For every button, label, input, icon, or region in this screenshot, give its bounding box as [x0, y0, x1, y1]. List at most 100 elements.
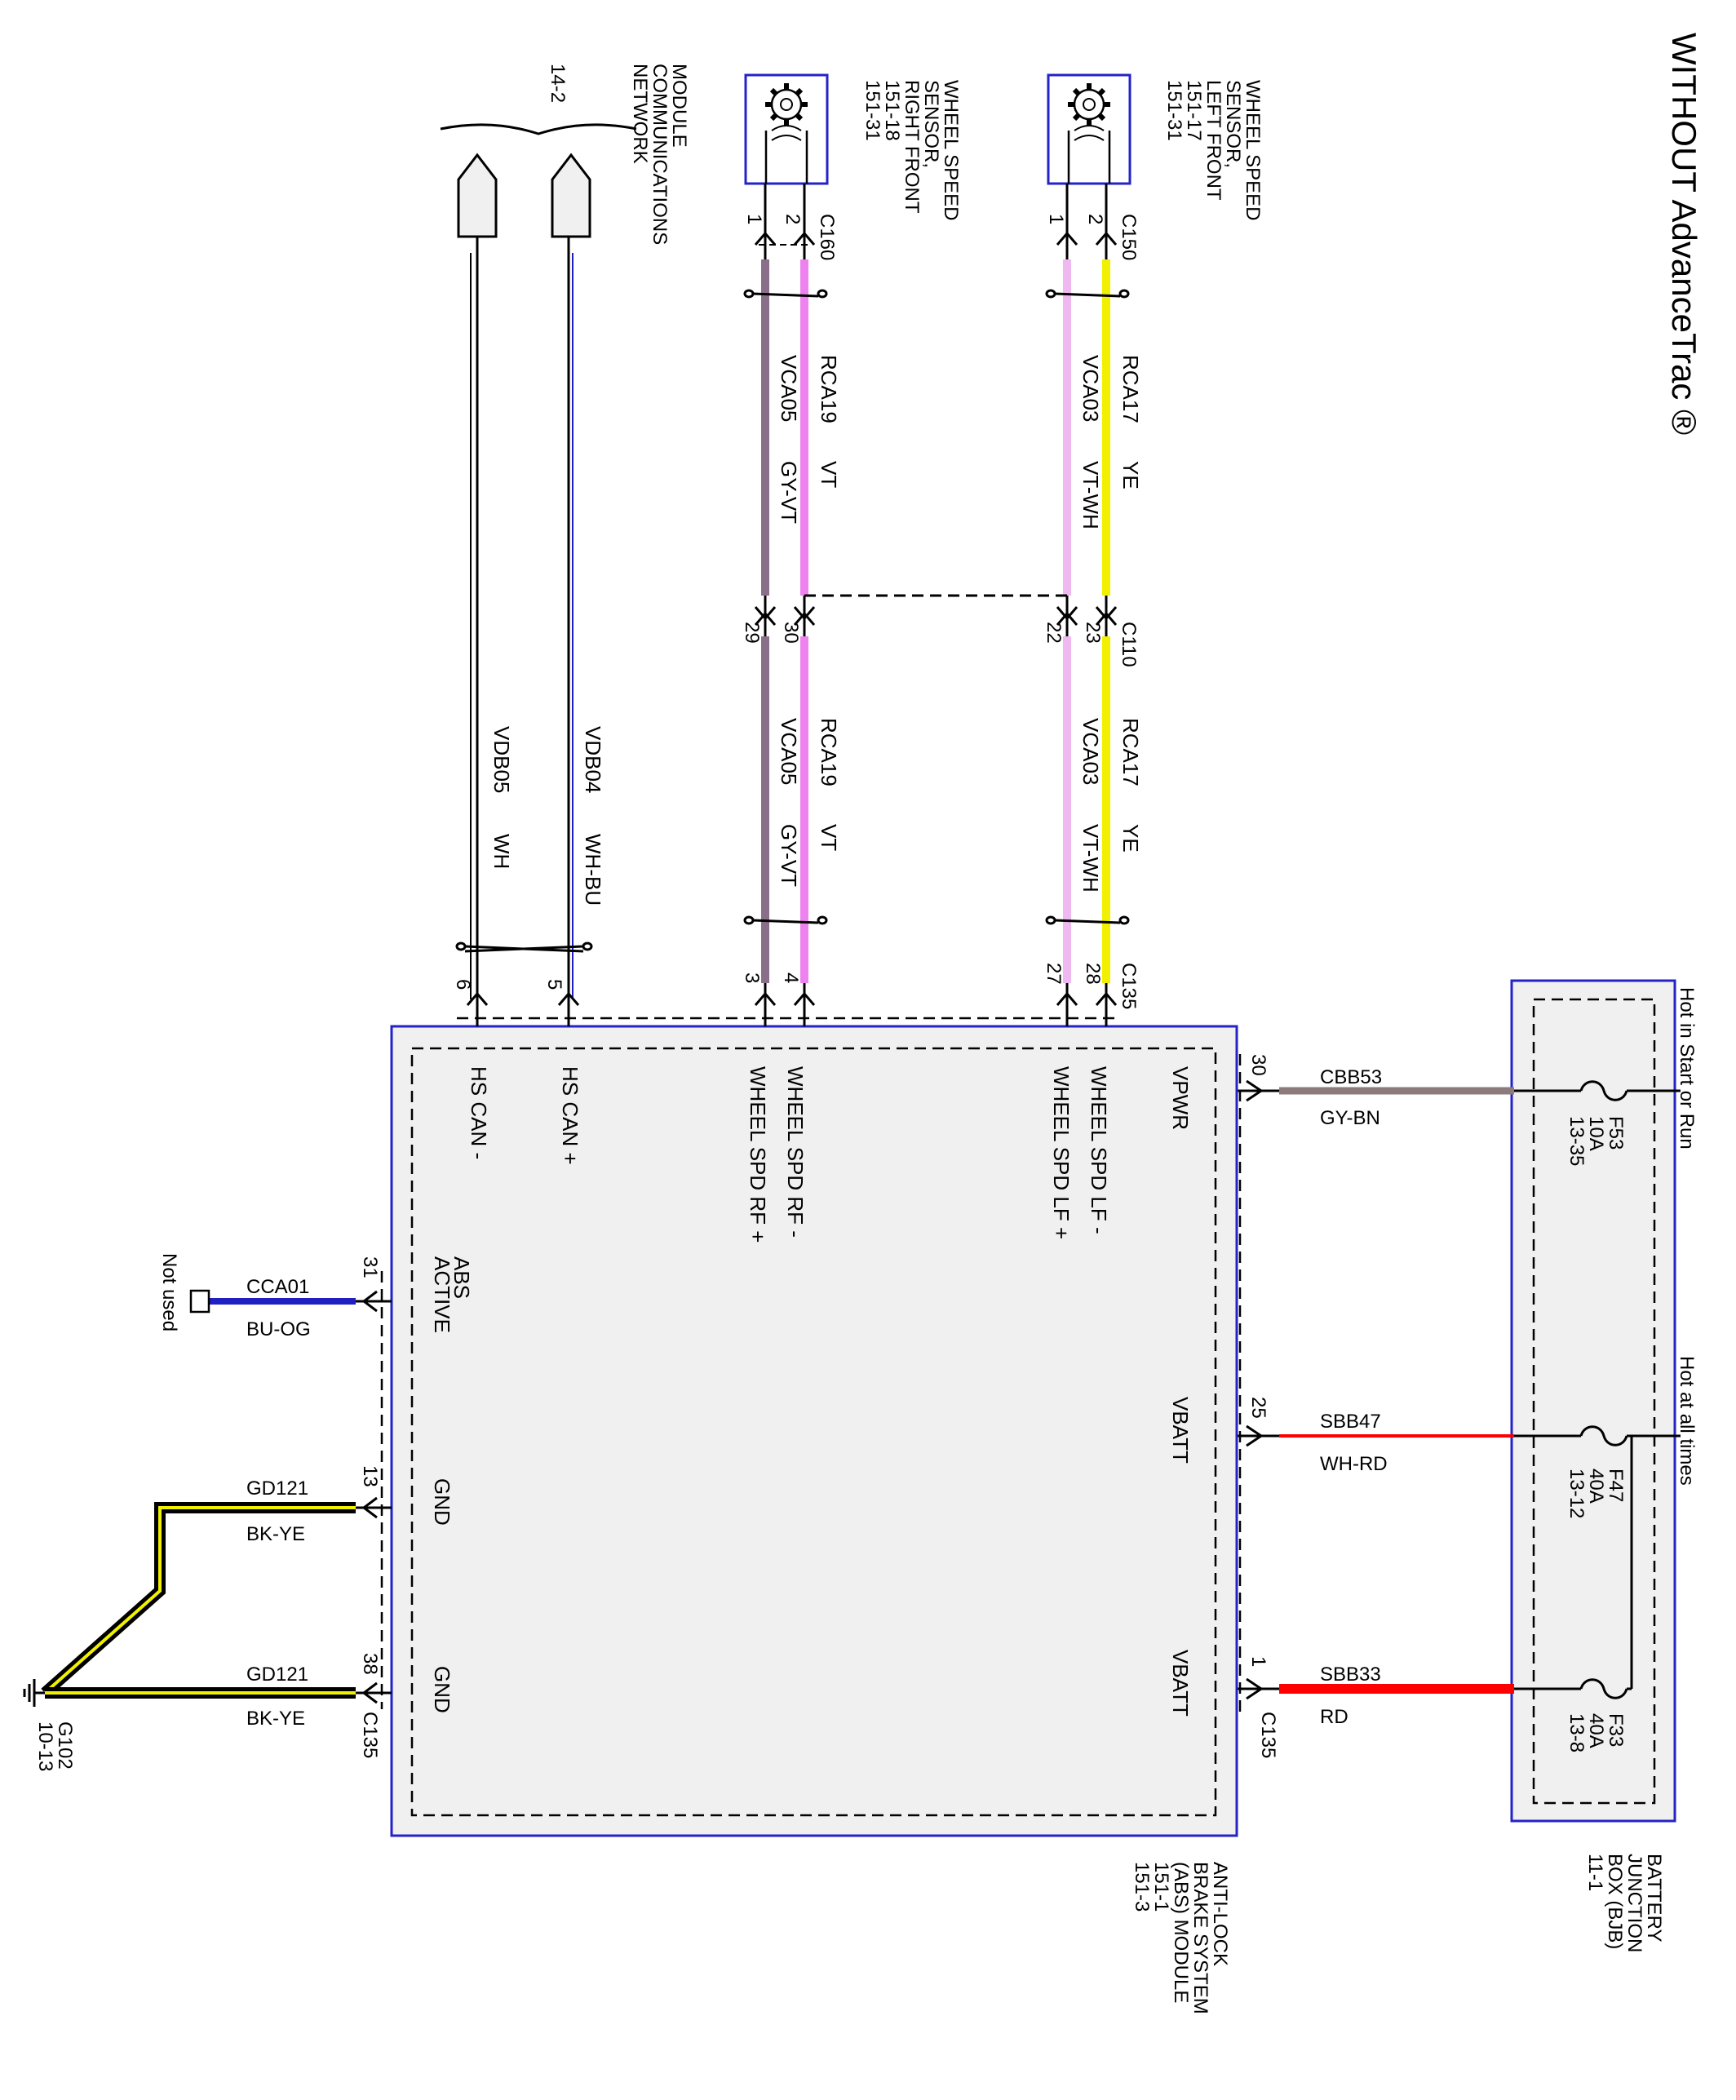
wire-gd121-pin13: 13 GD121 BK-YE	[41, 1465, 392, 1698]
power-wire-sbb33: 1 SBB33 RD C135	[1237, 1656, 1514, 1758]
hot-in-start-run: Hot in Start or Run	[1676, 987, 1698, 1150]
pin-25-label: 25	[1247, 1397, 1269, 1419]
c135-left-label: C135	[359, 1712, 381, 1758]
pin-31-label: 31	[359, 1256, 381, 1278]
rf-c110-pin-29: 29	[741, 622, 763, 644]
bjb-label-line3: BOX (BJB)	[1604, 1854, 1626, 1949]
abs-module: VPWR VBATT VBATT WHEEL SPD LF - WHEEL SP…	[390, 1025, 1238, 2014]
fuse-f47-name: F47	[1605, 1469, 1627, 1502]
wire-cbb53-color: GY-BN	[1320, 1107, 1380, 1129]
pin-30-label: 30	[1247, 1054, 1269, 1076]
not-used-label: Not used	[158, 1253, 180, 1331]
pin-38-label: 38	[359, 1653, 381, 1675]
lf-label-line2: SENSOR,	[1222, 80, 1244, 168]
diagram-title: WITHOUT AdvanceTrac ®	[1665, 33, 1703, 435]
lf-c150-pin-2: 2	[1084, 214, 1106, 224]
bjb-label: BATTERY JUNCTION BOX (BJB) 11-1	[1584, 1854, 1665, 1952]
fuse-f53-ref: 13-35	[1566, 1116, 1588, 1166]
fuse-f33-amp: 40A	[1585, 1713, 1607, 1748]
lf-label-line1: WHEEL SPEED	[1242, 80, 1264, 221]
rf-c135-pin-4: 4	[780, 972, 802, 983]
lf-sensor-label: WHEEL SPEED SENSOR, LEFT FRONT 151-17 15…	[1163, 80, 1264, 221]
lf-twisted-pair-mark	[1045, 289, 1130, 925]
module-communications-network: 14-2 MODULE COMMUNICATIONS NETWORK	[440, 64, 690, 245]
wire-sbb33-color: RD	[1320, 1706, 1348, 1728]
rf-c160-pin-1: 1	[743, 214, 765, 224]
ground-icon	[23, 1679, 45, 1707]
wire-sbb33-circuit: SBB33	[1320, 1664, 1381, 1686]
vca03-circuit-lower: VCA03	[1078, 718, 1103, 785]
vca05-color-upper: GY-VT	[777, 461, 801, 524]
rca19-circuit-upper: RCA19	[817, 355, 841, 423]
ground-ref: 10-13	[34, 1721, 56, 1771]
bjb-label-line1: BATTERY	[1643, 1854, 1665, 1942]
fuse-f53-amp: 10A	[1585, 1116, 1607, 1151]
wire-sbb47-color: WH-RD	[1320, 1453, 1388, 1475]
vca05-circuit-lower: VCA05	[777, 718, 801, 785]
pin-name-vbatt-25: VBATT	[1168, 1397, 1193, 1464]
network-label-line3: NETWORK	[629, 64, 651, 164]
rca19-circuit-lower: RCA19	[817, 718, 841, 786]
rca17-color-lower: YE	[1118, 824, 1143, 853]
rf-c110-pin-30: 30	[780, 622, 802, 644]
c135-top-label: C135	[1118, 963, 1140, 1009]
pin-name-wheel-spd-lf-minus: WHEEL SPD LF -	[1087, 1066, 1111, 1234]
pin-name-gnd-13: GND	[430, 1478, 454, 1526]
vdb05-color: WH	[489, 834, 514, 869]
network-twisted-pair-mark	[455, 941, 593, 953]
fuse-f47-amp: 40A	[1585, 1469, 1607, 1504]
lf-connector-terminals	[1056, 231, 1118, 1006]
c160-label: C160	[816, 214, 838, 260]
lf-label-line5: 151-31	[1163, 80, 1185, 141]
vdb05-circuit: VDB05	[489, 726, 514, 793]
fuse-f53-name: F53	[1605, 1116, 1627, 1150]
pin-name-vpwr: VPWR	[1168, 1066, 1193, 1130]
abs-label-line5: 151-3	[1131, 1862, 1153, 1912]
rca17-color-upper: YE	[1118, 461, 1143, 490]
pin-1-label: 1	[1247, 1656, 1269, 1667]
rf-label-line4: 151-18	[881, 80, 903, 141]
fuse-f47-ref: 13-12	[1566, 1469, 1588, 1518]
network-pin-6: 6	[452, 979, 474, 990]
pin-13-label: 13	[359, 1465, 381, 1487]
hot-at-all-times: Hot at all times	[1676, 1356, 1698, 1486]
lf-label-line3: LEFT FRONT	[1202, 80, 1224, 201]
rf-twisted-pair-mark	[743, 289, 828, 925]
bjb-label-line4: 11-1	[1584, 1854, 1606, 1891]
rca17-circuit-lower: RCA17	[1118, 718, 1143, 786]
wire-gd121-13-circuit: GD121	[246, 1478, 308, 1500]
wire-sbb47-circuit: SBB47	[1320, 1411, 1381, 1433]
wire-gd121-38-color: BK-YE	[246, 1708, 305, 1730]
network-ref: 14-2	[547, 64, 569, 103]
lf-c135-pin-27: 27	[1043, 963, 1065, 985]
vca03-color-lower: VT-WH	[1078, 824, 1103, 893]
c110-label: C110	[1118, 622, 1140, 667]
bjb-label-line2: JUNCTION	[1623, 1854, 1645, 1952]
vdb04-circuit: VDB04	[581, 726, 605, 793]
abs-module-label: ANTI-LOCK BRAKE SYSTEM (ABS) MODULE 151-…	[1131, 1862, 1231, 2014]
pin-name-abs-active-2: ACTIVE	[430, 1256, 454, 1333]
network-connector-terminals	[466, 991, 580, 1006]
lf-c150-pin-1: 1	[1045, 214, 1067, 224]
lf-label-line4: 151-17	[1183, 80, 1205, 141]
wire-gd121-38-circuit: GD121	[246, 1664, 308, 1686]
fuse-f47: F47 40A 13-12	[1514, 1425, 1681, 1518]
wire-cbb53-circuit: CBB53	[1320, 1066, 1382, 1088]
power-wire-cbb53: 30 CBB53 GY-BN	[1237, 1054, 1514, 1129]
network-label-line2: COMMUNICATIONS	[649, 64, 671, 245]
abs-label-line3: (ABS) MODULE	[1170, 1862, 1192, 2003]
abs-label-line2: BRAKE SYSTEM	[1189, 1862, 1211, 2014]
network-label-line1: MODULE	[668, 64, 690, 148]
rf-label-line1: WHEEL SPEED	[940, 80, 962, 221]
wire-cca01-circuit: CCA01	[246, 1276, 309, 1298]
fuse-f33-name: F33	[1605, 1713, 1627, 1747]
vca03-circuit-upper: VCA03	[1078, 355, 1103, 422]
lf-c110-pin-23: 23	[1082, 622, 1104, 644]
pin-name-wheel-spd-rf-minus: WHEEL SPD RF -	[783, 1066, 808, 1238]
wire-cca01-color: BU-OG	[246, 1318, 311, 1340]
vca05-circuit-upper: VCA05	[777, 355, 801, 422]
c150-label: C150	[1118, 214, 1140, 260]
pin-name-vbatt-1: VBATT	[1168, 1650, 1193, 1717]
